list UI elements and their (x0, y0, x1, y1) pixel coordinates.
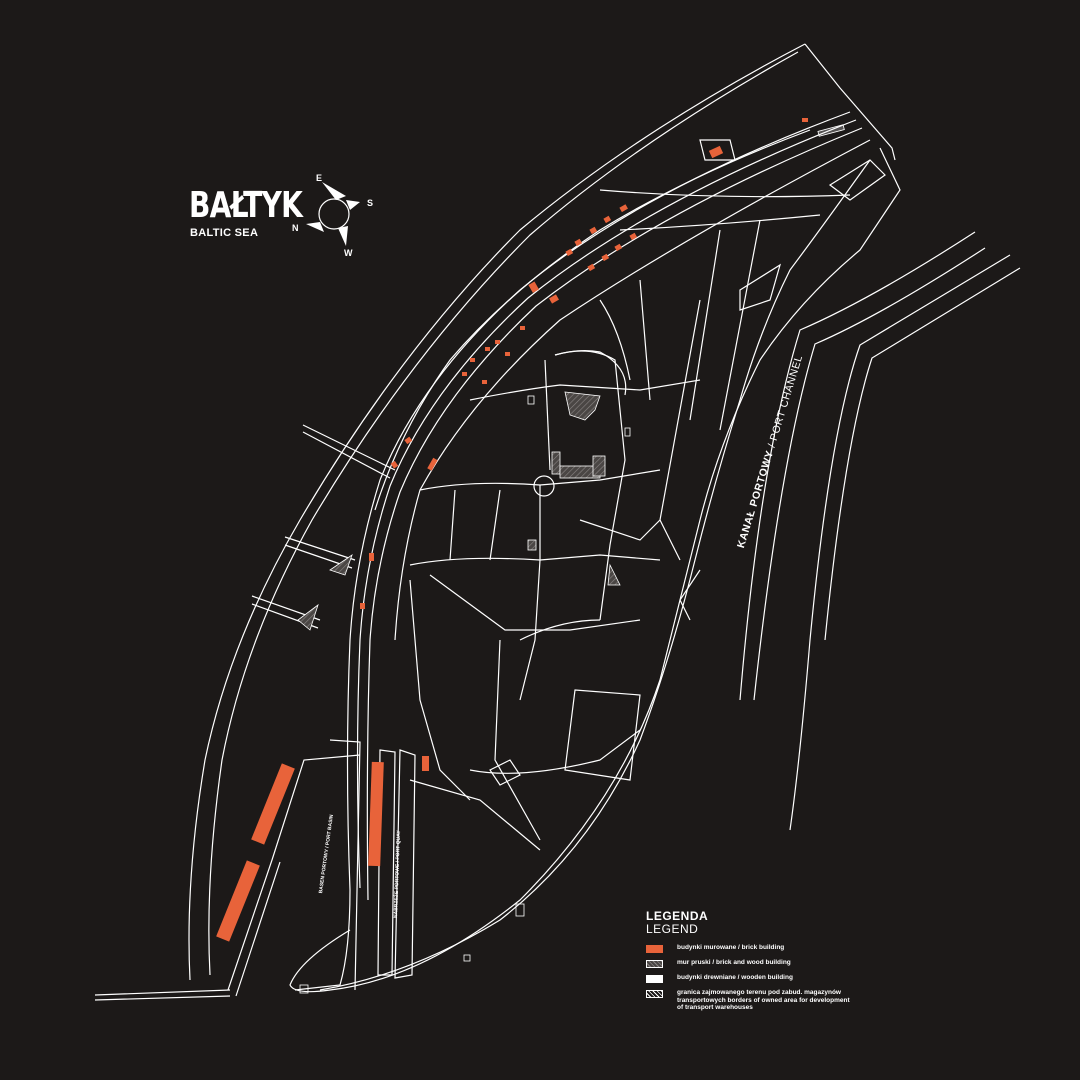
wood-swatch-icon (646, 975, 663, 983)
compass-rose-icon (306, 182, 360, 246)
legend-item-border: granica zajmowanego terenu pod zabud. ma… (646, 989, 857, 1012)
half-timbered-buildings (297, 391, 621, 631)
legend-item-wood: budynki drewniane / wooden building (646, 974, 857, 983)
legend-label: budynki drewniane / wooden building (677, 974, 793, 981)
border-swatch-icon (646, 990, 663, 998)
compass-s: S (367, 198, 374, 208)
hatched-swatch-icon (646, 960, 663, 968)
legend-label: budynki murowane / brick building (677, 944, 785, 951)
brick-buildings (216, 118, 808, 942)
legend-subtitle: LEGEND (646, 922, 699, 936)
compass-n: N (292, 223, 299, 233)
legend: LEGENDA LEGEND budynki murowane / brick … (646, 910, 857, 1012)
legend-title: LEGENDA (646, 909, 709, 923)
legend-item-hatched: mur pruski / brick and wood building (646, 959, 857, 968)
compass-w: W (344, 248, 353, 258)
brick-swatch-icon (646, 945, 663, 953)
legend-label: granica zajmowanego terenu pod zabud. ma… (677, 989, 850, 1011)
legend-item-brick: budynki murowane / brick building (646, 944, 857, 953)
compass-e: E (316, 173, 323, 183)
map-subtitle: BALTIC SEA (190, 227, 259, 239)
wooden-buildings (299, 124, 845, 994)
legend-label: mur pruski / brick and wood building (677, 959, 791, 966)
map-title: BAŁTYK (189, 185, 303, 226)
